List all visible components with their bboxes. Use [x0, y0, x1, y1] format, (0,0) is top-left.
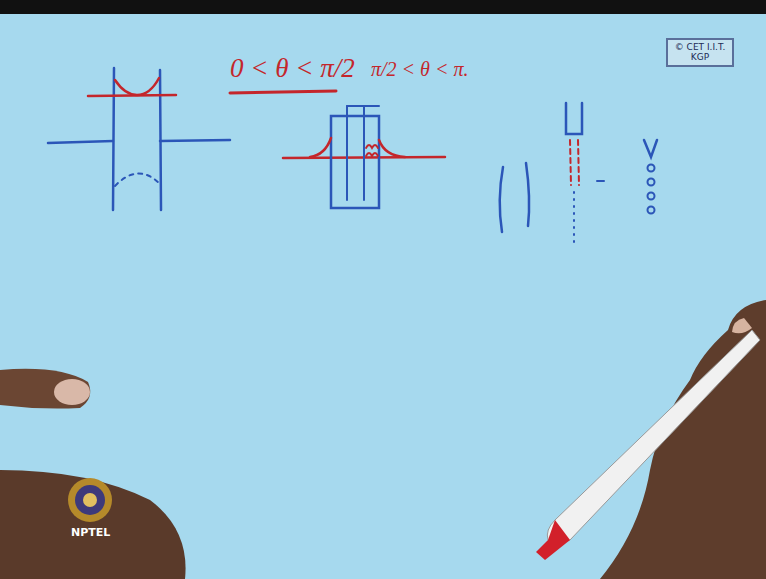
copyright-text: © CET I.I.T. KGP — [672, 42, 728, 63]
plate-in-liquid — [283, 106, 445, 208]
angle-range: 0 < θ < π/2 — [230, 53, 355, 84]
angle-range: π/2 < θ < π. — [371, 58, 468, 81]
narrow-tubes — [500, 103, 657, 242]
logo-text: NPTEL — [68, 526, 113, 539]
copyright-box: © CET I.I.T. KGP — [666, 38, 734, 67]
capillary-tube — [48, 68, 230, 210]
top-band — [0, 0, 766, 14]
paper — [0, 14, 766, 579]
nptel-logo — [68, 478, 112, 522]
hands — [0, 300, 766, 579]
underline — [230, 91, 336, 93]
marker — [536, 330, 760, 560]
